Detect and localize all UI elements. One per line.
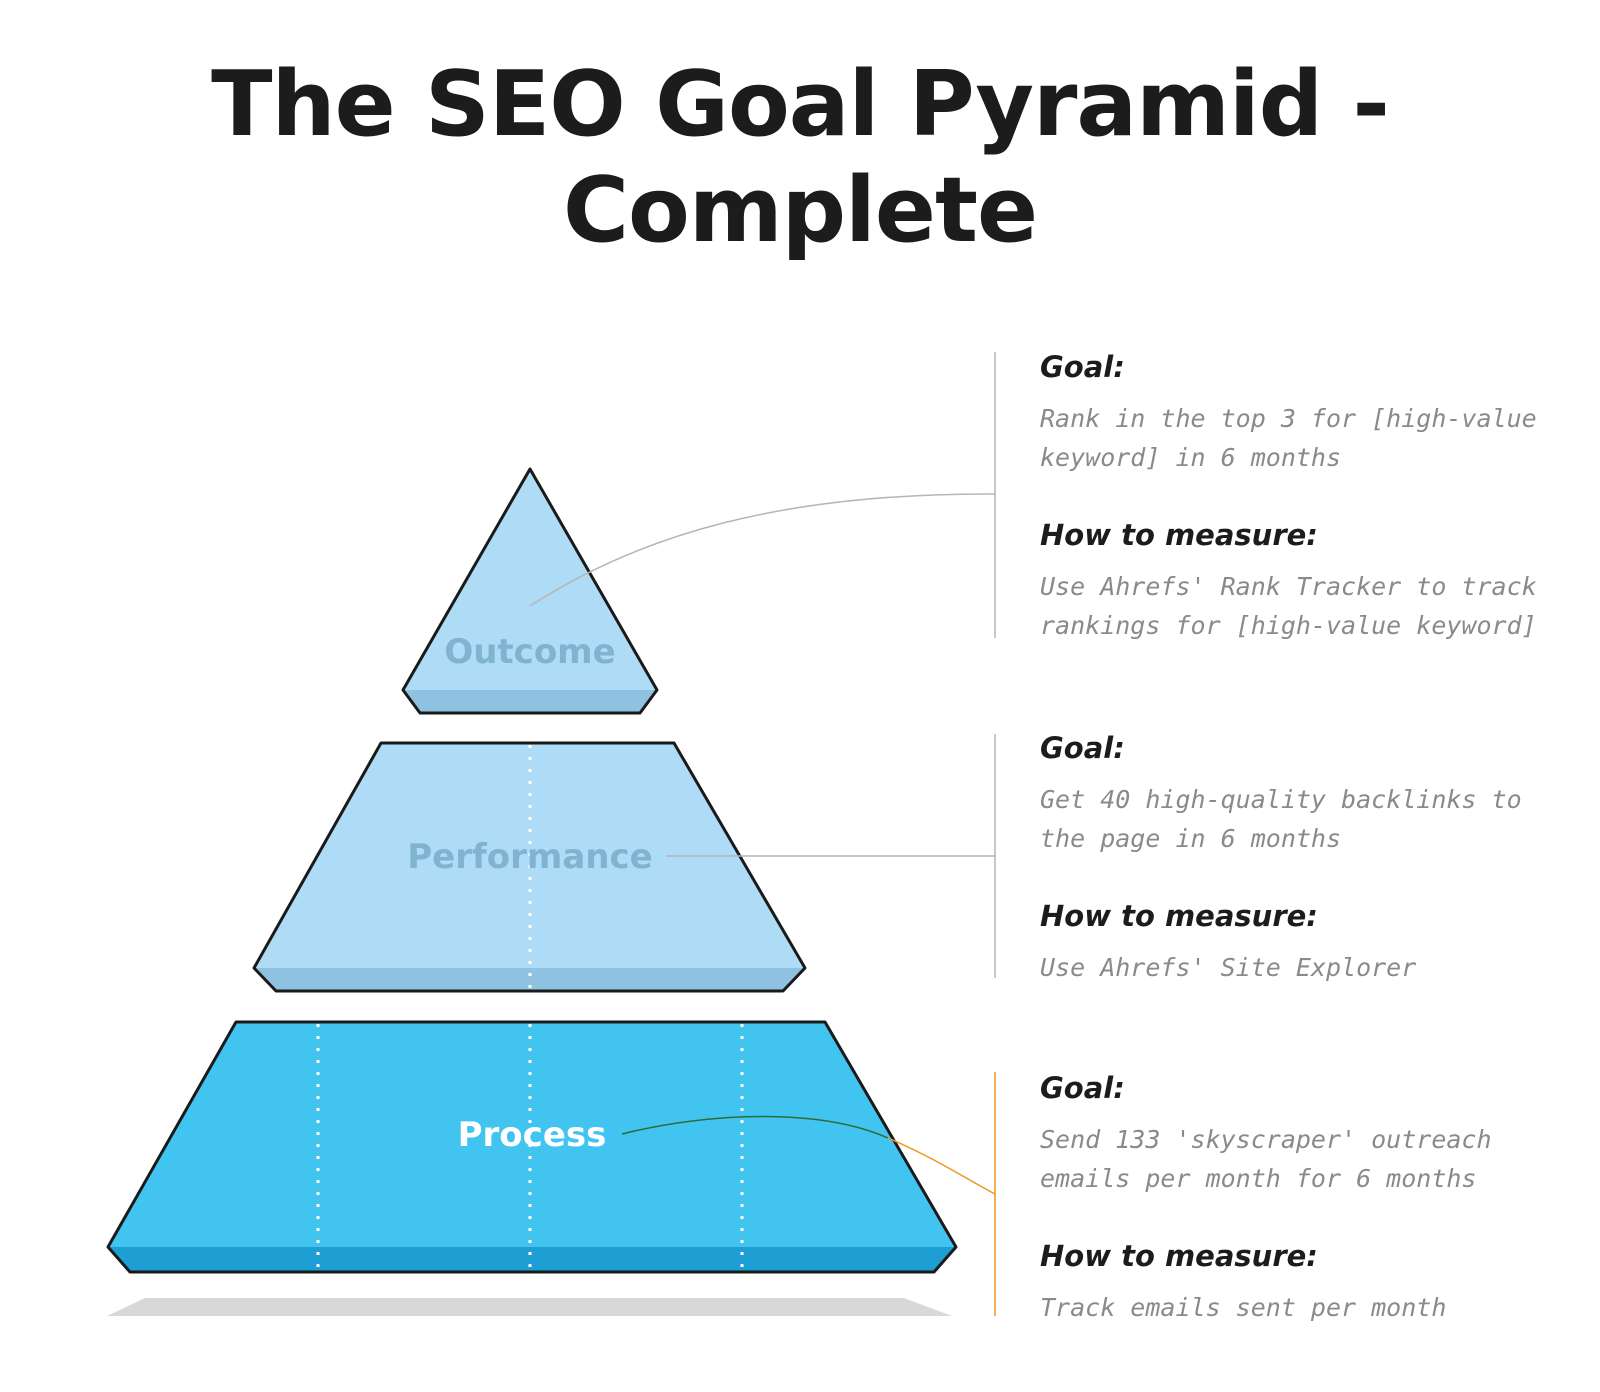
outcome-panel: Goal: Rank in the top 3 for [high-value … xyxy=(1040,349,1540,645)
process-connector-outer xyxy=(887,1137,996,1195)
tier-label-performance: Performance xyxy=(407,837,652,877)
outcome-measure-line-1: Use Ahrefs' Rank Tracker to track xyxy=(1040,572,1537,601)
title-line-1: The SEO Goal Pyramid - xyxy=(211,52,1390,157)
tier-performance: Performance xyxy=(252,741,807,993)
process-goal-line-1: Send 133 'skyscraper' outreach xyxy=(1040,1125,1492,1154)
tier-process: Process xyxy=(106,1020,958,1274)
tier-outcome: Outcome xyxy=(401,467,659,715)
process-panel: Goal: Send 133 'skyscraper' outreach ema… xyxy=(1040,1070,1540,1327)
process-measure-line-1: Track emails sent per month xyxy=(1040,1293,1447,1322)
process-face xyxy=(108,1022,956,1247)
outcome-measure-heading: How to measure: xyxy=(1040,518,1318,552)
performance-measure-line-1: Use Ahrefs' Site Explorer xyxy=(1040,953,1417,982)
performance-goal-line-2: the page in 6 months xyxy=(1040,824,1342,853)
pyramid-shadow xyxy=(107,1298,952,1316)
process-goal-heading: Goal: xyxy=(1040,1071,1125,1105)
process-base-band xyxy=(108,1247,956,1272)
tier-label-process: Process xyxy=(458,1115,607,1155)
performance-measure-heading: How to measure: xyxy=(1040,899,1318,933)
title-line-2: Complete xyxy=(562,158,1038,263)
performance-base-band xyxy=(254,968,805,991)
outcome-goal-line-2: keyword] in 6 months xyxy=(1040,443,1342,472)
outcome-base-band xyxy=(403,690,657,713)
process-measure-heading: How to measure: xyxy=(1040,1239,1318,1273)
performance-goal-line-1: Get 40 high-quality backlinks to xyxy=(1040,785,1522,814)
performance-panel: Goal: Get 40 high-quality backlinks to t… xyxy=(1040,730,1540,987)
process-goal-line-2: emails per month for 6 months xyxy=(1040,1164,1477,1193)
outcome-connector xyxy=(529,493,996,607)
process-outline xyxy=(106,1020,958,1274)
outcome-outline xyxy=(401,467,659,715)
outcome-measure-line-2: rankings for [high-value keyword] xyxy=(1040,611,1537,640)
tier-label-outcome: Outcome xyxy=(444,632,615,672)
process-connector-inner xyxy=(621,1115,889,1139)
outcome-goal-line-1: Rank in the top 3 for [high-value xyxy=(1040,404,1537,433)
outcome-face xyxy=(403,469,657,690)
performance-outline xyxy=(252,741,807,993)
performance-goal-heading: Goal: xyxy=(1040,731,1125,765)
outcome-goal-heading: Goal: xyxy=(1040,350,1125,384)
page-title: The SEO Goal Pyramid - Complete xyxy=(0,52,1600,264)
